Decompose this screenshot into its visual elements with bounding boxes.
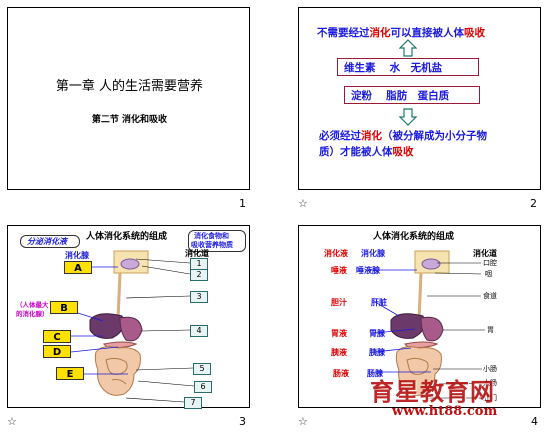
slide-3-pointer-lines [70,258,195,403]
digestive-system-illustration [89,250,149,396]
slide-2-box1-text: 维生素 水 无机盐 [344,62,443,74]
slide-3-letter-a[interactable]: A [64,261,92,274]
down-arrow-icon [399,108,417,126]
slide-2-bottom-line-1: 必须经过消化（被分解成为小分子物 [319,130,487,142]
slide-1-subtitle: 第二节 消化和吸收 [91,115,168,125]
slide-2-box-no-digestion [337,58,479,76]
slide-4-head-gland: 消化腺 [361,249,385,258]
slide-3-thumbnail[interactable]: 人体消化系统的组成 分泌消化液 消化食物和 吸收营养物质 消化腺 消化道 [7,225,250,409]
slide-3-title: 人体消化系统的组成 [86,232,168,242]
slide-1-title: 第一章 人的生活需要营养 [55,79,204,94]
slide-4-gland-intestinal: 肠腺 [367,369,383,378]
slide-2-box-needs-digestion [344,86,480,104]
slide-2-bottom-line-2: 质）才能被人体吸收 [319,146,414,158]
slide-3-letter-b[interactable]: B [50,301,78,314]
slide-4-tract-large-intestine: 大肠 [483,379,497,387]
slide-4-gland-salivary: 唾液腺 [356,266,380,275]
slide-4-gland-pancreas: 胰腺 [369,348,385,357]
slide-4-juice-gastric: 胃液 [331,329,347,338]
slide-4-gland-gastric: 胃腺 [369,329,385,338]
slide-3-number-3[interactable]: 3 [190,291,208,303]
slide-4-tract-esophagus: 食道 [483,292,497,300]
slide-4-tract-pharynx: 咽 [485,270,492,278]
slide-3-star-icon: ☆ [7,415,17,428]
slide-3-pancreas-note-2: 的消化腺） [16,310,49,318]
watermark-logo-text: 育星教育网 [370,377,495,406]
slide-2-thumbnail[interactable]: 不需要经过消化可以直接被人体吸收 维生素 水 无机盐 淀粉 脂肪 蛋白质 必须经… [298,7,541,190]
slide-1-thumbnail[interactable]: 第一章 人的生活需要营养 第二节 消化和吸收 [7,7,250,190]
slide-4-pointer-lines [369,262,485,399]
slide-4-tract-small-intestine: 小肠 [483,365,497,373]
digestive-system-illustration [390,250,450,396]
slide-3-pancreas-note-1: （人体最大 [16,301,49,309]
slide-2-top-line: 不需要经过消化可以直接被人体吸收 [317,27,485,39]
slide-4-head-tract: 消化道 [473,249,497,258]
slide-3-label-gland: 消化腺 [65,251,89,260]
slide-3-tag-secrete [20,235,80,248]
slide-4-thumbnail[interactable]: 人体消化系统的组成 消化液 消化腺 消化道 唾液 胆汁 [298,225,541,408]
slide-3-tag-secrete-text: 分泌消化液 [27,237,67,246]
slide-3-tag-digest [188,230,246,252]
slide-4-juice-pancreatic: 胰液 [331,348,347,357]
slide-3-number-4[interactable]: 4 [190,325,208,337]
slide-3-page-number: 3 [239,415,246,428]
slide-4-juice-bile: 胆汁 [331,298,347,307]
slide-3-tag-digest-line1: 消化食物和 [194,232,229,240]
slide-3-number-7[interactable]: 7 [184,397,202,409]
slide-3-number-2[interactable]: 2 [190,269,208,281]
slide-3-letter-d[interactable]: D [43,345,71,358]
slide-2-box2-text: 淀粉 脂肪 蛋白质 [351,90,450,102]
slide-3-label-tract: 消化道 [185,249,209,258]
slide-4-tract-stomach: 胃 [487,326,494,334]
slide-3-letter-e[interactable]: E [56,367,84,380]
slide-3-tag-digest-line2: 吸收营养物质 [191,241,233,249]
slide-4-star-icon: ☆ [298,415,308,428]
watermark-url: www.ht88.com [392,404,498,419]
slide-4-head-juice: 消化液 [324,249,348,258]
slide-4-page-number: 4 [531,415,538,428]
slide-3-number-6[interactable]: 6 [194,381,212,393]
slide-4-gland-liver: 肝脏 [371,298,387,307]
slide-2-page-number: 2 [530,197,537,210]
slide-4-title: 人体消化系统的组成 [373,232,455,242]
slide-4-tract-mouth: 口腔 [483,259,497,267]
slide-3-number-5[interactable]: 5 [193,363,211,375]
slide-2-star-icon: ☆ [298,197,308,210]
slide-1-page-number: 1 [239,197,246,210]
slide-4-tract-anus: 肛门 [483,394,497,402]
up-arrow-icon [399,39,417,57]
slide-3-letter-c[interactable]: C [43,330,71,343]
slide-4-juice-intestinal: 肠液 [333,369,349,378]
slide-4-juice-saliva: 唾液 [331,266,347,275]
